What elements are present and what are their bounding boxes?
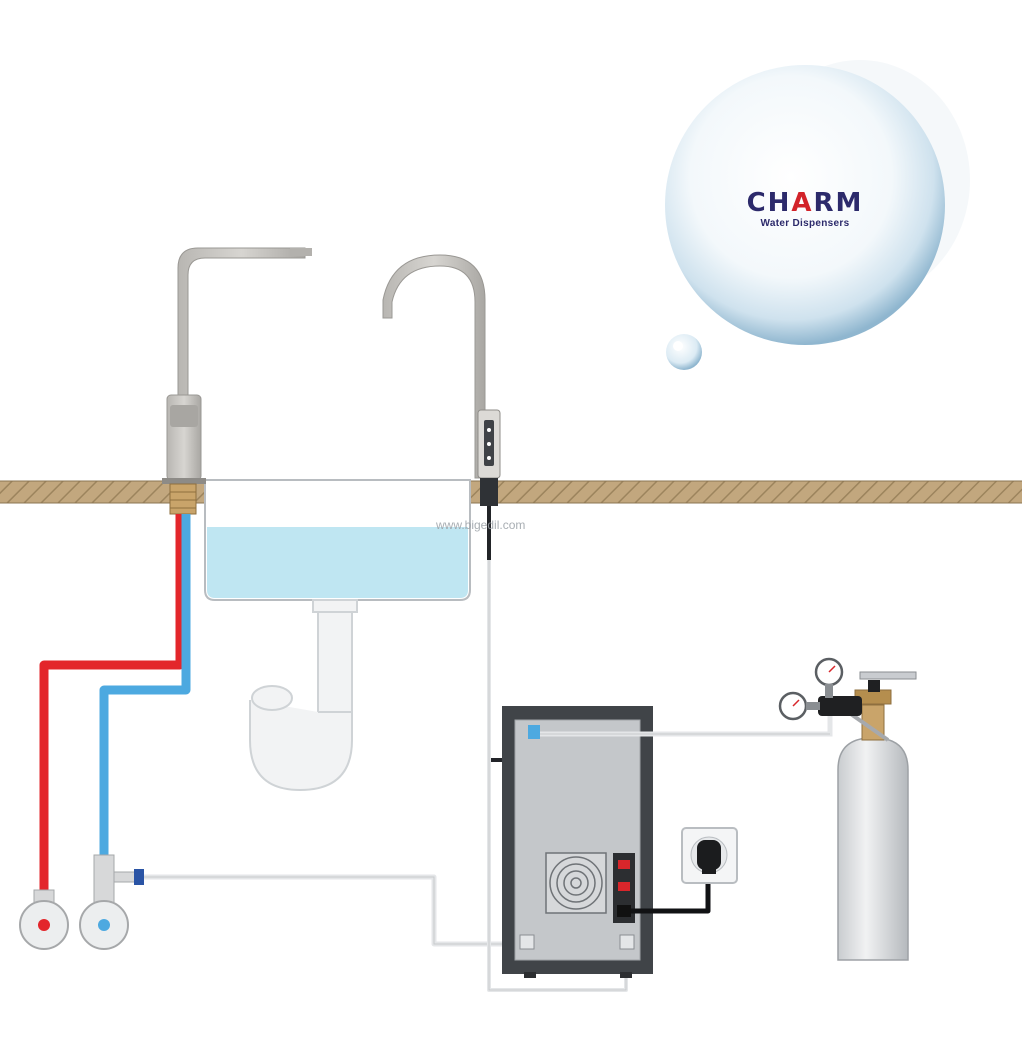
cold-water-line [99, 514, 191, 860]
watermark-text: www.bigedil.com [436, 518, 526, 532]
pressure-gauge-icon [778, 657, 862, 721]
drain-trap-icon [249, 599, 358, 792]
co2-cylinder-icon [836, 671, 917, 961]
logo-bubble-icon [665, 60, 970, 370]
angle-valve-icon [79, 854, 144, 950]
dispenser-unit-icon [502, 706, 653, 978]
feed-water-line [144, 874, 515, 947]
power-plug-icon [697, 840, 721, 874]
countertop [0, 480, 1022, 504]
logo-brand-name: CHARM [746, 188, 864, 218]
hot-water-line [39, 514, 185, 900]
fan-grille [545, 852, 607, 914]
tap-icon [162, 247, 312, 515]
brand-logo: CHARM Water Dispensers [720, 188, 890, 229]
sink-icon [204, 479, 471, 601]
tap-icon [382, 254, 501, 506]
logo-tagline: Water Dispensers [760, 218, 850, 229]
angle-valve-icon [19, 889, 69, 950]
